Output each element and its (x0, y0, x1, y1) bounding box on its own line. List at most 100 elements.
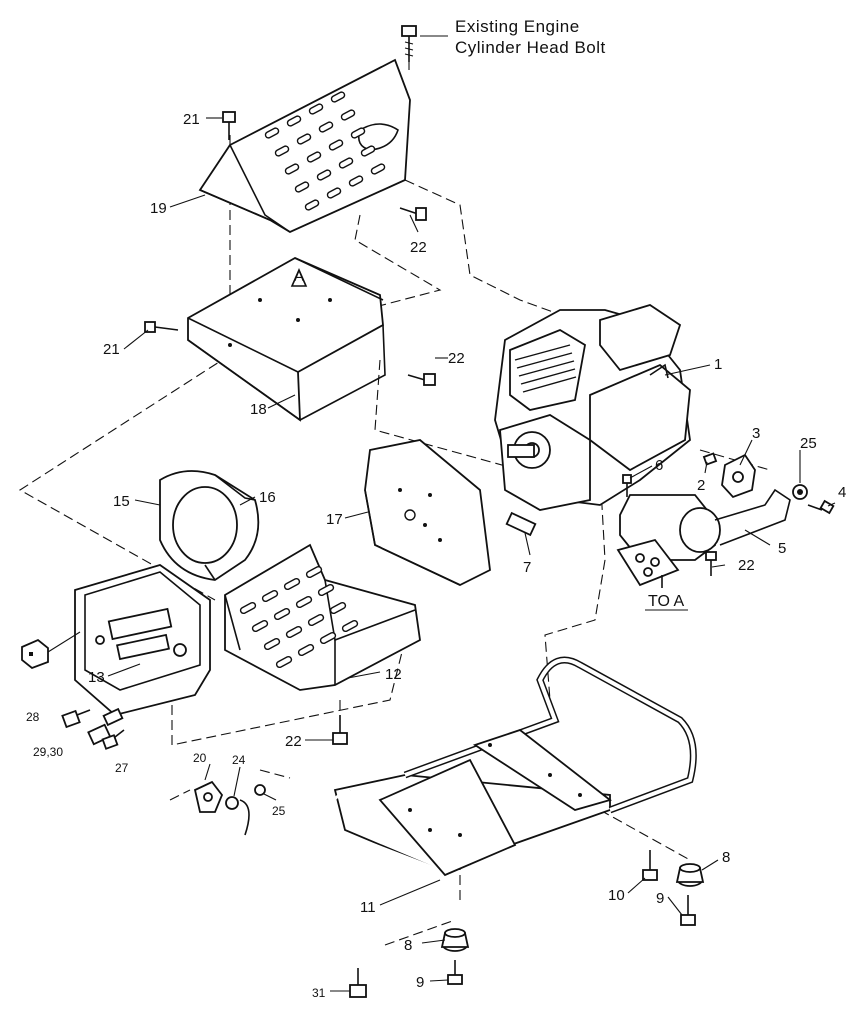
callout-7: 7 (523, 559, 531, 576)
callout-13: 13 (88, 669, 105, 686)
callout-24: 24 (232, 753, 246, 767)
part-4-bolt (807, 499, 835, 515)
vent-slot (285, 625, 303, 639)
callout-20: 20 (193, 751, 207, 765)
callout-18: 18 (250, 401, 267, 418)
callout-31: 31 (312, 986, 326, 1000)
callout-12: 12 (385, 666, 402, 683)
vent-slot (296, 133, 312, 145)
vent-slot (329, 601, 347, 615)
marker-a-top: A (294, 268, 304, 285)
vent-slot (263, 637, 281, 651)
vent-slot (307, 613, 325, 627)
callout-10: 10 (608, 887, 625, 904)
part-22-screw-muffler (705, 551, 717, 576)
part-27-breaker (101, 729, 125, 750)
vent-slot (328, 139, 344, 151)
vent-slot (305, 565, 323, 579)
vent-slot (330, 91, 346, 103)
part-11-frame (328, 656, 697, 877)
callout-22-top: 22 (410, 239, 427, 256)
callout-25-left: 25 (272, 804, 286, 818)
vent-slot (283, 577, 301, 591)
callout-8-right: 8 (722, 849, 730, 866)
vent-slot (261, 589, 279, 603)
part-29-30-breaker (87, 707, 124, 746)
caption-line-2: Cylinder Head Bolt (455, 38, 606, 57)
callout-6: 6 (655, 457, 663, 474)
vent-slot (304, 199, 320, 211)
vent-slot (264, 127, 280, 139)
vent-slot (284, 163, 300, 175)
callout-22-mid: 22 (448, 350, 465, 367)
part-22-screw-mid (407, 373, 436, 386)
vent-slot (338, 157, 354, 169)
callout-25-right: 25 (800, 435, 817, 452)
callout-17: 17 (326, 511, 343, 528)
vent-slot (340, 109, 356, 121)
part-10-bolt (642, 850, 658, 881)
part-3-gasket (721, 453, 756, 499)
vent-slot (275, 655, 293, 669)
callout-22-bottom: 22 (285, 733, 302, 750)
callout-16: 16 (259, 489, 276, 506)
vent-slot (348, 175, 364, 187)
vent-slot (316, 169, 332, 181)
callout-27: 27 (115, 761, 129, 775)
vent-slot (286, 115, 302, 127)
vent-slot (318, 121, 334, 133)
callout-leaders (107, 117, 836, 992)
callout-11: 11 (360, 899, 376, 916)
vent-slot (294, 181, 310, 193)
callout-15: 15 (113, 493, 130, 510)
vent-slot (326, 187, 342, 199)
vent-slot (370, 163, 386, 175)
vent-slot (350, 127, 366, 139)
part-15-16-mount-rings (159, 470, 260, 581)
callout-22-muffler: 22 (738, 557, 755, 574)
part-17-mounting-plate (364, 439, 491, 587)
part-21-screw-mid (144, 321, 179, 333)
part-6-screw (622, 474, 632, 497)
callout-9-left: 9 (416, 974, 424, 991)
vent-slot (308, 103, 324, 115)
part-18-cover-plate (187, 256, 386, 422)
callout-numbers: 21 19 22 21 22 18 1 3 25 4 5 6 2 7 22 15… (26, 111, 846, 1000)
vent-slot (297, 643, 315, 657)
marker-to-a: TO A (648, 593, 684, 610)
caption-line-1: Existing Engine (455, 17, 580, 36)
vent-slot (306, 151, 322, 163)
cylinder-head-bolt (401, 25, 417, 62)
vent-slot (295, 595, 313, 609)
callout-19: 19 (150, 200, 167, 217)
part-28-breaker (61, 709, 91, 729)
vent-slot (274, 145, 290, 157)
callout-21-top: 21 (183, 111, 200, 128)
callout-2: 2 (697, 477, 705, 494)
part-12-base-tray (224, 543, 421, 691)
vent-slot (341, 619, 359, 633)
part-13-control-panel (74, 564, 211, 716)
part-1-engine (494, 304, 691, 511)
part-21-screw-top (222, 111, 236, 140)
part-25-nut (254, 784, 266, 796)
callout-1: 1 (714, 356, 722, 373)
callout-28: 28 (26, 710, 40, 724)
part-19-upper-shroud (198, 58, 411, 234)
callout-5: 5 (778, 540, 786, 557)
vent-slot (273, 607, 291, 621)
vent-slot (319, 631, 337, 645)
vent-slot (360, 145, 376, 157)
part-9-bolt-right (680, 895, 696, 926)
vent-slot (239, 601, 257, 615)
callout-21-mid: 21 (103, 341, 120, 358)
callout-9-right: 9 (656, 890, 664, 907)
part-25-washer (792, 484, 808, 500)
part-8-rubber-foot-right (675, 863, 705, 887)
part-9-bolt-left (447, 960, 463, 985)
receptacle-cover (21, 631, 81, 670)
callout-8-left: 8 (404, 937, 412, 954)
vent-slot (251, 619, 269, 633)
vent-slot (317, 583, 335, 597)
part-7-shaft-key (505, 511, 537, 537)
